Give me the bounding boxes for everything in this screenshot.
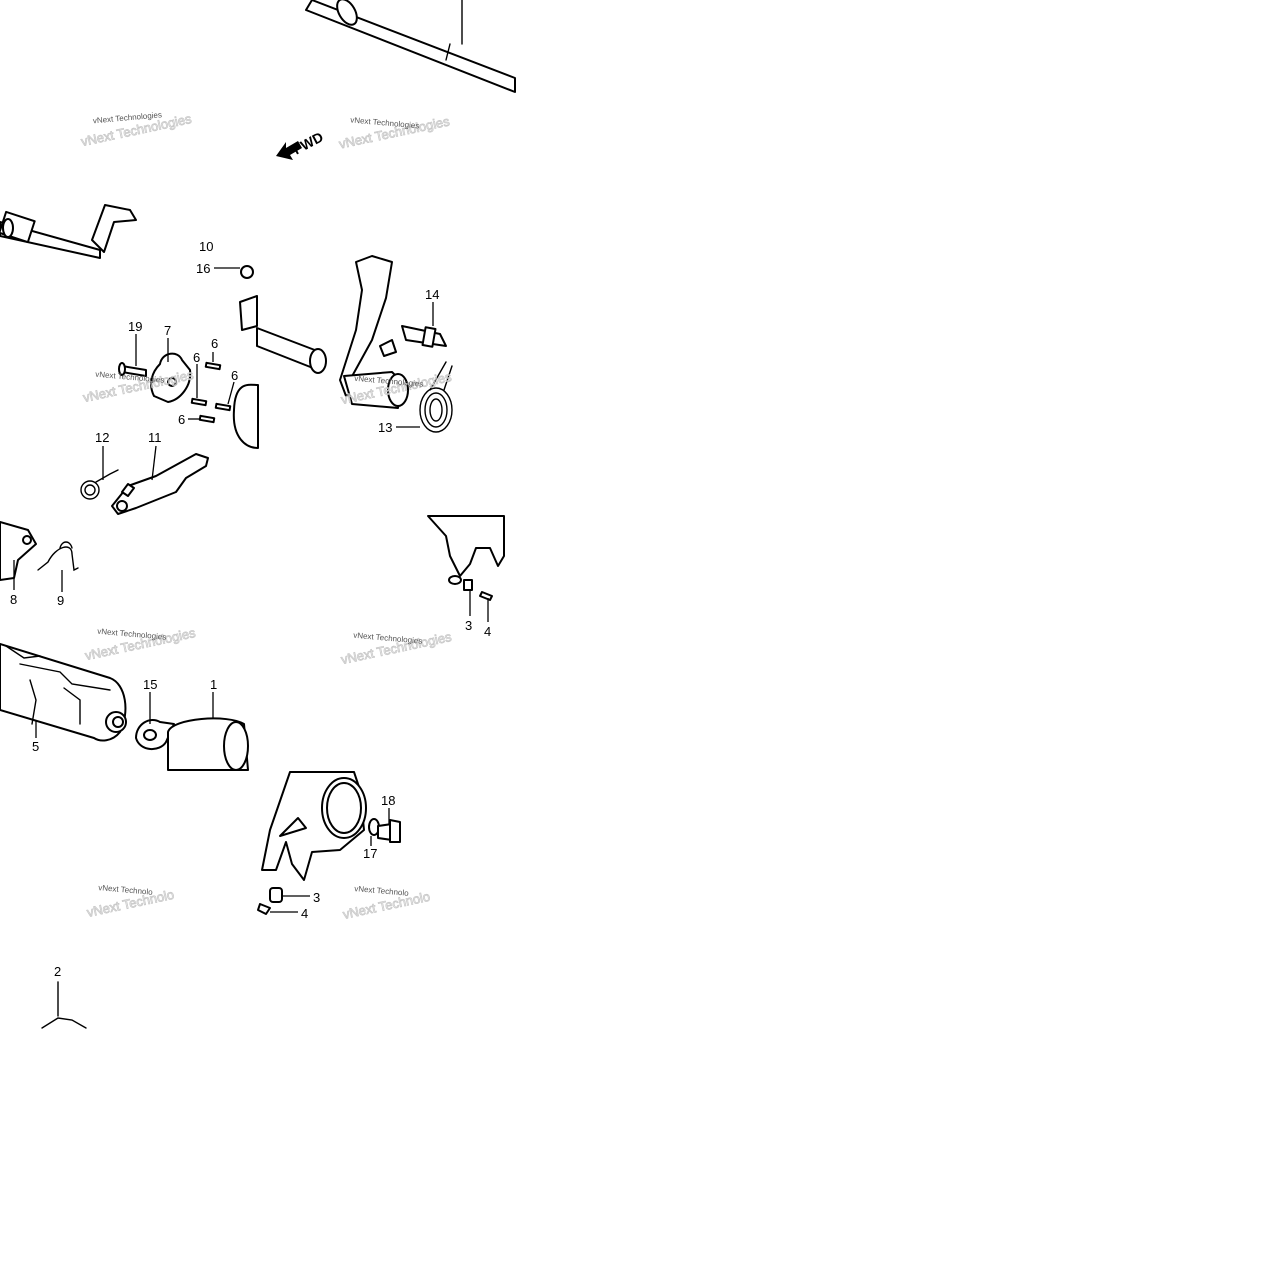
callout-6-a: 6: [211, 336, 218, 351]
shift-fork-lower: [257, 771, 367, 915]
callout-numbers: 10 16 19 7 6 6 6 6 14 13 12 11 8 9 3 4 1…: [10, 239, 491, 979]
leader-lines: [13, 267, 489, 913]
return-spring-13: [419, 361, 453, 433]
callout-5: 5: [32, 739, 39, 754]
callout-16: 16: [196, 261, 210, 276]
callout-14: 14: [425, 287, 439, 302]
callout-3-a: 3: [465, 618, 472, 633]
callout-19: 19: [128, 319, 142, 334]
shift-drum-pin-19: [118, 362, 147, 377]
watermark-7: vNext Technolo: [98, 883, 154, 897]
upper-shaft: [305, 0, 516, 93]
bearing-1: [167, 717, 249, 771]
spring-9: [37, 541, 79, 572]
bolt-18: [368, 818, 401, 843]
shaft-2: [41, 981, 87, 1029]
washer-15: [135, 719, 175, 750]
callout-4-b: 4: [301, 906, 308, 921]
callout-17: 17: [363, 846, 377, 861]
stopper-spring-12: [80, 469, 119, 500]
shift-shaft-assembly: [232, 265, 327, 449]
drum-stopper-plate-7: [150, 352, 192, 403]
callout-12: 12: [95, 430, 109, 445]
callout-8: 8: [10, 592, 17, 607]
callout-6-d: 6: [178, 412, 185, 427]
callout-15: 15: [143, 677, 157, 692]
callout-7: 7: [164, 323, 171, 338]
callout-10: 10: [199, 239, 213, 254]
watermarks: vNext Technologies vNext Technologies vN…: [79, 110, 453, 922]
watermark-8: vNext Technolo: [354, 884, 410, 898]
callout-3-b: 3: [313, 890, 320, 905]
callout-2: 2: [54, 964, 61, 979]
callout-18: 18: [381, 793, 395, 808]
drum-stopper-arm-11: [111, 453, 209, 515]
gearshift-arm: [339, 255, 409, 409]
callout-1: 1: [210, 677, 217, 692]
dowel-pins-6: [190, 361, 232, 424]
shift-pin-14: [401, 325, 447, 348]
callout-13: 13: [378, 420, 392, 435]
callout-6-b: 6: [193, 350, 200, 365]
forward-direction-indicator: FWD: [276, 128, 326, 160]
shift-drum-5: [0, 643, 127, 742]
fwd-label: FWD: [290, 128, 326, 157]
callout-9: 9: [57, 593, 64, 608]
gearshift-spindle: [0, 204, 137, 259]
callout-4-a: 4: [484, 624, 491, 639]
shift-lever-8: [0, 521, 37, 581]
callout-11: 11: [148, 430, 162, 445]
callout-6-c: 6: [231, 368, 238, 383]
shift-fork-right: [427, 515, 505, 601]
